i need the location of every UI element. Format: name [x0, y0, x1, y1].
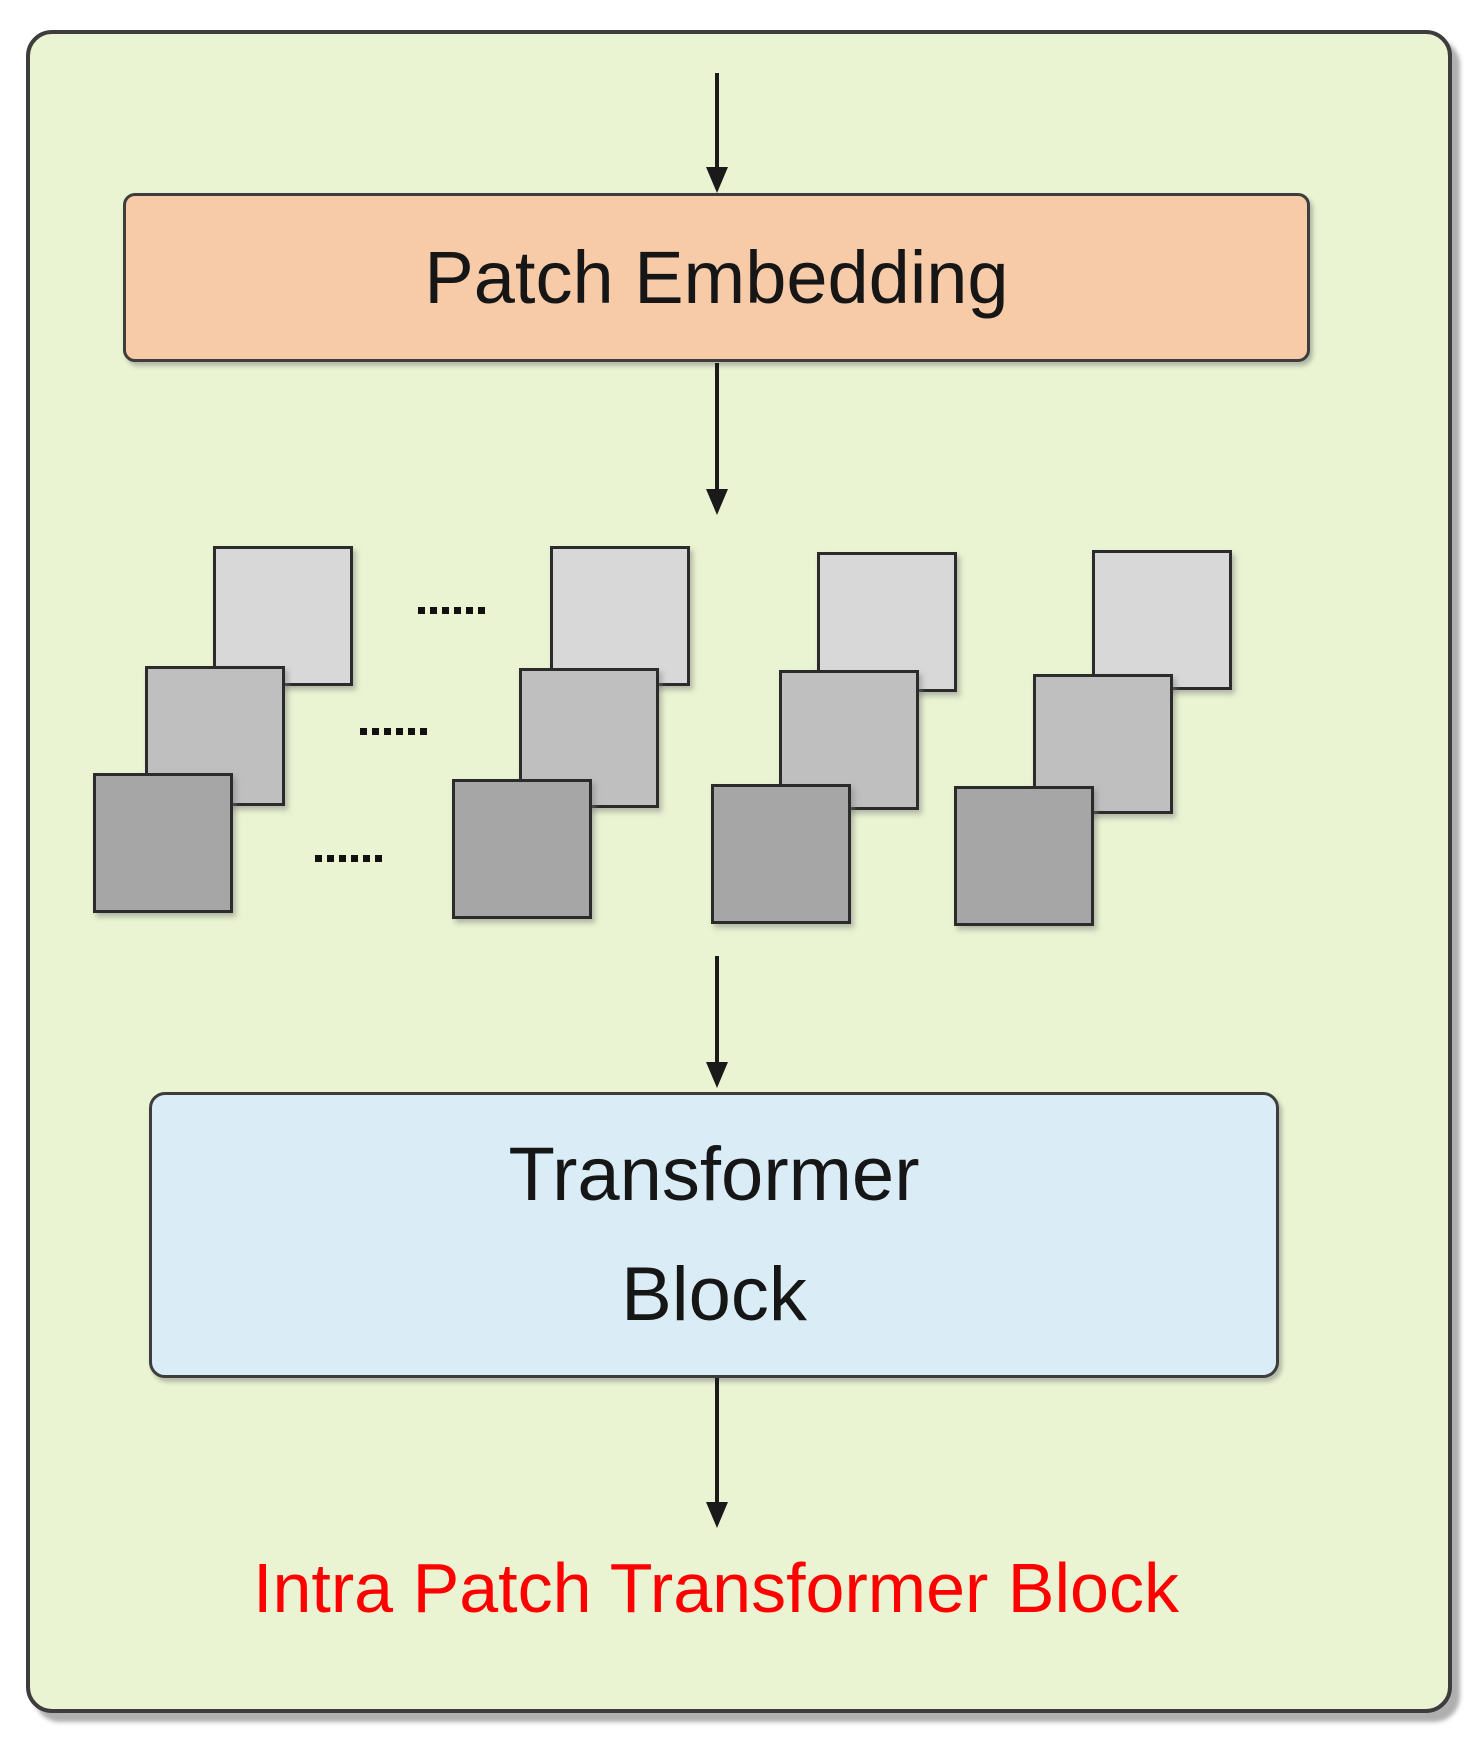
arrow-line [715, 363, 719, 489]
arrow-line [715, 73, 719, 167]
ellipsis-dots-row [418, 607, 485, 614]
ellipsis-dot [478, 607, 485, 614]
patch-embedding-box: Patch Embedding [123, 193, 1310, 362]
arrow-down-to-patches [706, 363, 728, 515]
ellipsis-dot [375, 855, 382, 862]
ellipsis-dot [384, 728, 391, 735]
ellipsis-dot [466, 607, 473, 614]
patch-square-dark [93, 773, 233, 913]
arrow-line [715, 1378, 719, 1502]
ellipsis-dot [442, 607, 449, 614]
patch-square-dark [954, 786, 1094, 926]
ellipsis-dots-row [360, 728, 427, 735]
patch-square-light [550, 546, 690, 686]
transformer-block-box: Transformer Block [149, 1092, 1279, 1378]
arrow-down-input [706, 73, 728, 193]
arrow-head-icon [706, 489, 728, 515]
ellipsis-dot [454, 607, 461, 614]
arrow-line [715, 956, 719, 1062]
ellipsis-dot [418, 607, 425, 614]
ellipsis-dot [315, 855, 322, 862]
arrow-head-icon [706, 1502, 728, 1528]
ellipsis-dot [372, 728, 379, 735]
ellipsis-dot [408, 728, 415, 735]
ellipsis-dot [339, 855, 346, 862]
transformer-block-label-line2: Block [621, 1252, 807, 1337]
transformer-block-label-line1: Transformer [508, 1132, 920, 1217]
ellipsis-dots-row [315, 855, 382, 862]
ellipsis-dot [351, 855, 358, 862]
ellipsis-dot [327, 855, 334, 862]
arrow-head-icon [706, 1062, 728, 1088]
diagram-caption: Intra Patch Transformer Block [253, 1549, 1179, 1627]
patch-square-dark [452, 779, 592, 919]
patch-square-light [1092, 550, 1232, 690]
arrow-down-to-transformer [706, 956, 728, 1088]
patch-square-dark [711, 784, 851, 924]
patch-square-light [213, 546, 353, 686]
arrow-down-output [706, 1378, 728, 1528]
patch-square-light [817, 552, 957, 692]
ellipsis-dot [363, 855, 370, 862]
ellipsis-dot [420, 728, 427, 735]
ellipsis-dot [396, 728, 403, 735]
arrow-head-icon [706, 167, 728, 193]
ellipsis-dot [360, 728, 367, 735]
patch-embedding-label: Patch Embedding [424, 236, 1009, 319]
ellipsis-dot [430, 607, 437, 614]
